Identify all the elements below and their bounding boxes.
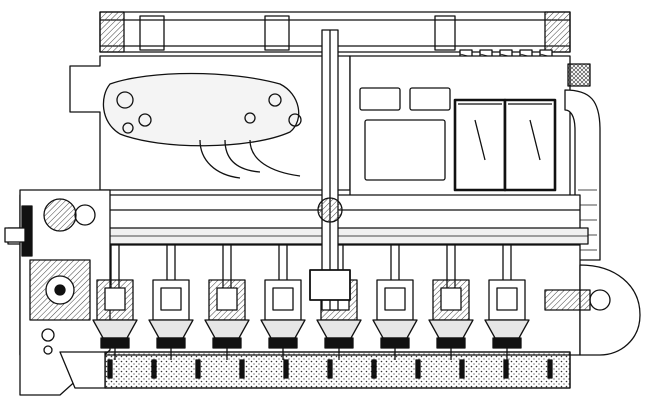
sump-bolt (327, 359, 333, 379)
piston-rod-assembly (148, 244, 194, 360)
sump-bolt (415, 359, 421, 379)
piston-rod-assembly (484, 244, 530, 360)
piston-rod-assembly (372, 244, 418, 360)
front-timing-case (19, 189, 111, 396)
sump-bolt (371, 359, 377, 379)
sump-bolt (151, 359, 157, 379)
vertical-drive-shaft (309, 29, 351, 311)
cylinder-block-right (349, 55, 571, 197)
sump-bolt (107, 359, 113, 379)
piston-assemblies (92, 244, 530, 360)
manifold-housing (69, 55, 351, 191)
rear-housing (544, 264, 641, 356)
sump-bolt (503, 359, 509, 379)
sump-bolt (283, 359, 289, 379)
exhaust-pipe (564, 63, 601, 261)
sump-bolt (459, 359, 465, 379)
piston-rod-assembly (428, 244, 474, 360)
piston-rod-assembly (204, 244, 250, 360)
sump-bolt (547, 359, 553, 379)
sump-bolt (239, 359, 245, 379)
piston-rod-assembly (260, 244, 306, 360)
sump-bolts (107, 359, 553, 379)
oil-sump (59, 351, 571, 389)
sump-bolt (195, 359, 201, 379)
accessory-drive (4, 205, 55, 355)
